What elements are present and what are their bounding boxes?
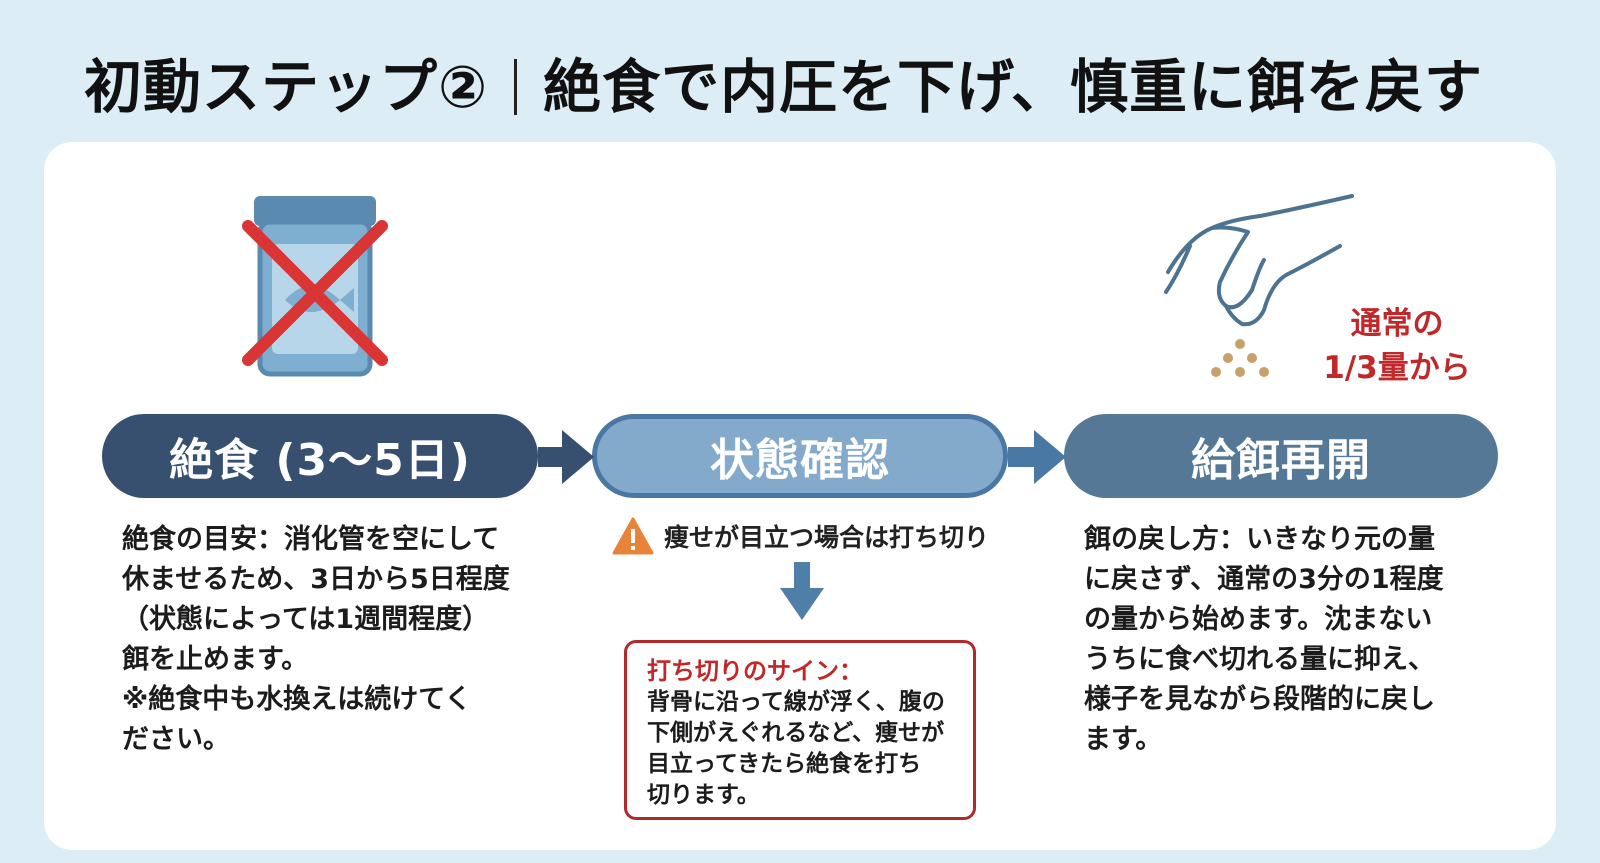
text-line: の量から始めます。沈まない bbox=[1084, 604, 1433, 635]
title-divider bbox=[514, 59, 518, 115]
fasting-description: 絶食の目安：消化管を空にして 休ませるため、3日から5日程度 （状態によっては1… bbox=[122, 520, 542, 760]
text-line: ※絶食中も水換えは続けてく bbox=[122, 684, 472, 715]
text-line: 目立ってきたら絶食を打ち bbox=[647, 751, 922, 777]
text-line: （状態によっては1週間程度） bbox=[122, 604, 490, 635]
warning-line: 痩せが目立つ場合は打ち切り bbox=[612, 516, 1012, 556]
hand-feeding-icon bbox=[1164, 194, 1354, 377]
text-line: 絶食の目安：消化管を空にして bbox=[122, 524, 500, 555]
page-title: 初動ステップ② 絶食で内圧を下げ、慎重に餌を戻す bbox=[84, 40, 1544, 124]
arrow-right-icon bbox=[1008, 430, 1066, 484]
refeed-description: 餌の戻し方：いきなり元の量 に戻さず、通常の3分の1程度 の量から始めます。沈ま… bbox=[1084, 520, 1494, 760]
text-line: 休ませるため、3日から5日程度 bbox=[122, 564, 510, 595]
warning-icon bbox=[612, 517, 654, 555]
text-line: 餌を止めます。 bbox=[122, 644, 309, 675]
warning-text: 痩せが目立つ場合は打ち切り bbox=[664, 523, 990, 552]
feeding-note-line: 通常の bbox=[1350, 306, 1444, 342]
feeding-note-line: 1/3量から bbox=[1323, 350, 1471, 386]
text-line: 背骨に沿って線が浮く、腹の bbox=[647, 689, 945, 715]
text-line: ます。 bbox=[1084, 724, 1163, 755]
text-line: に戻さず、通常の3分の1程度 bbox=[1084, 564, 1444, 595]
fasting-no-food-icon bbox=[242, 196, 388, 377]
step-refeed-pill: 給餌再開 bbox=[1064, 414, 1498, 498]
title-main: 絶食で内圧を下げ、慎重に餌を戻す bbox=[543, 53, 1484, 121]
text-line: 下側がえぐれるなど、痩せが bbox=[647, 720, 945, 746]
feeding-amount-note: 通常の 1/3量から bbox=[1312, 302, 1482, 390]
step-fasting-pill: 絶食 (3〜5日) bbox=[102, 414, 538, 498]
title-step: 初動ステップ② bbox=[84, 53, 489, 121]
step-check-pill: 状態確認 bbox=[592, 414, 1008, 498]
arrow-right-icon bbox=[538, 430, 594, 484]
stop-sign-title: 打ち切りのサイン： bbox=[647, 657, 863, 685]
arrow-down-icon bbox=[780, 562, 824, 620]
text-line: 様子を見ながら段階的に戻し bbox=[1084, 684, 1435, 715]
text-line: ださい。 bbox=[122, 724, 230, 755]
text-line: うちに食べ切れる量に抑え、 bbox=[1084, 644, 1435, 675]
stop-sign-box: 打ち切りのサイン： 背骨に沿って線が浮く、腹の 下側がえぐれるなど、痩せが 目立… bbox=[624, 640, 976, 820]
text-line: 切ります。 bbox=[647, 782, 760, 808]
text-line: 餌の戻し方：いきなり元の量 bbox=[1084, 524, 1435, 555]
